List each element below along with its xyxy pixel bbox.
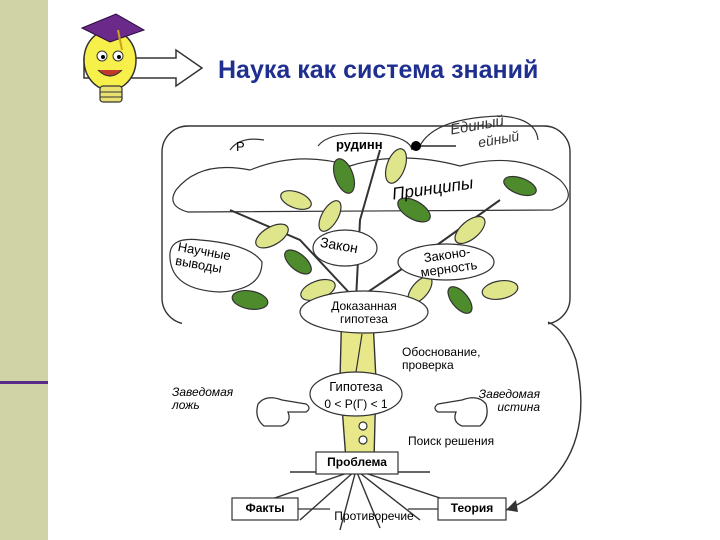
problem-label: Проблема (327, 455, 387, 469)
pointing-hand-icon (434, 397, 488, 427)
tree-leaves (231, 148, 537, 314)
cut-center-label: рудинн (336, 137, 383, 152)
knowingly-false-label: Заведомая ложь (172, 385, 234, 413)
logo (80, 13, 204, 103)
regularity-node (397, 243, 495, 281)
knowingly-true-label: Заведомая истина (478, 387, 540, 415)
facts-label: Факты (245, 501, 285, 515)
proven-hypothesis-label: Доказанная гипотеза (331, 299, 397, 327)
hypothesis-label: Гипотеза (329, 379, 383, 394)
lightbulb-mascot-icon (80, 13, 146, 103)
problem-box (315, 451, 399, 475)
sidebar-bar (0, 0, 48, 540)
probability-label: 0 < P(Г) < 1 (324, 397, 388, 411)
theory-label: Теория (450, 501, 494, 515)
feedback-curve (505, 321, 582, 511)
justification-label: Обоснование, проверка (402, 345, 481, 373)
pointing-hand-icon (256, 397, 310, 427)
solution-search-label: Поиск решения (408, 434, 495, 448)
cut-left-label: Р (236, 139, 245, 154)
law-node (312, 229, 378, 267)
slide-title: Наука как система знаний (218, 56, 539, 84)
proven-hypothesis-node (299, 290, 429, 334)
conclusions-node (169, 238, 263, 293)
sidebar-accent-line (0, 381, 48, 384)
contradiction-label: Противоречие (334, 509, 414, 523)
